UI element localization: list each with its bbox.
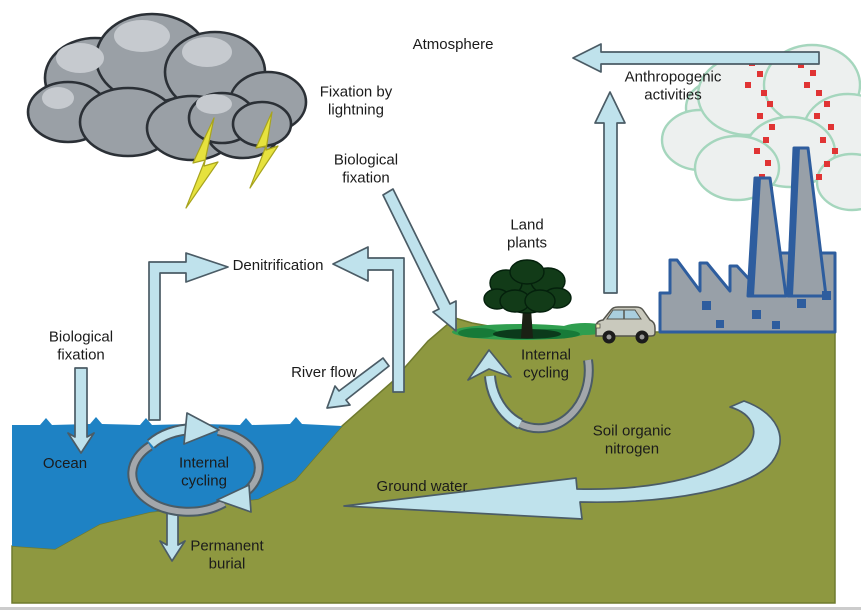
- label-denitrification: Denitrification: [232, 257, 324, 275]
- emission-particles-icon: [745, 60, 838, 207]
- label-permanent-burial: Permanent burial: [190, 537, 264, 572]
- tree-icon: [483, 259, 572, 338]
- arrow-ground-water: [343, 400, 781, 520]
- arrow-up-from-activities: [594, 91, 626, 294]
- arrow-ocean-to-denitrification: [148, 252, 229, 421]
- label-ocean: Ocean: [42, 455, 88, 473]
- label-internal-cycling-land: Internal cycling: [520, 346, 572, 381]
- land-internal-cycle-icon: [467, 349, 594, 434]
- factory-windows: [702, 291, 831, 329]
- label-biological-fixation-ocean: Biological fixation: [48, 328, 114, 363]
- label-internal-cycling-ocean: Internal cycling: [178, 454, 230, 489]
- arrow-land-to-denitrification: [332, 246, 405, 393]
- arrow-biological-fixation-to-land: [382, 188, 457, 332]
- lightning-icon: [185, 111, 279, 209]
- label-atmosphere: Atmosphere: [412, 36, 494, 54]
- ocean-internal-cycle-icon: [127, 412, 264, 517]
- label-biological-fixation-air: Biological fixation: [333, 151, 399, 186]
- label-land-plants: Land plants: [506, 216, 548, 251]
- label-anthropogenic-activities: Anthropogenic activities: [624, 68, 722, 103]
- car-icon: [595, 306, 656, 344]
- label-ground-water: Ground water: [376, 478, 468, 496]
- storm-cloud-icon: [26, 12, 308, 162]
- factory-icon: [658, 146, 837, 334]
- label-soil-organic-nitrogen: Soil organic nitrogen: [592, 422, 672, 457]
- bottom-border: [0, 607, 861, 610]
- ocean-water: [12, 417, 342, 549]
- arrow-biological-fixation-to-ocean: [67, 367, 95, 454]
- label-fixation-by-lightning: Fixation by lightning: [319, 83, 393, 118]
- label-river-flow: River flow: [291, 364, 357, 382]
- arrow-river-flow: [326, 357, 390, 409]
- arrow-anthropogenic-to-atmosphere: [572, 43, 820, 73]
